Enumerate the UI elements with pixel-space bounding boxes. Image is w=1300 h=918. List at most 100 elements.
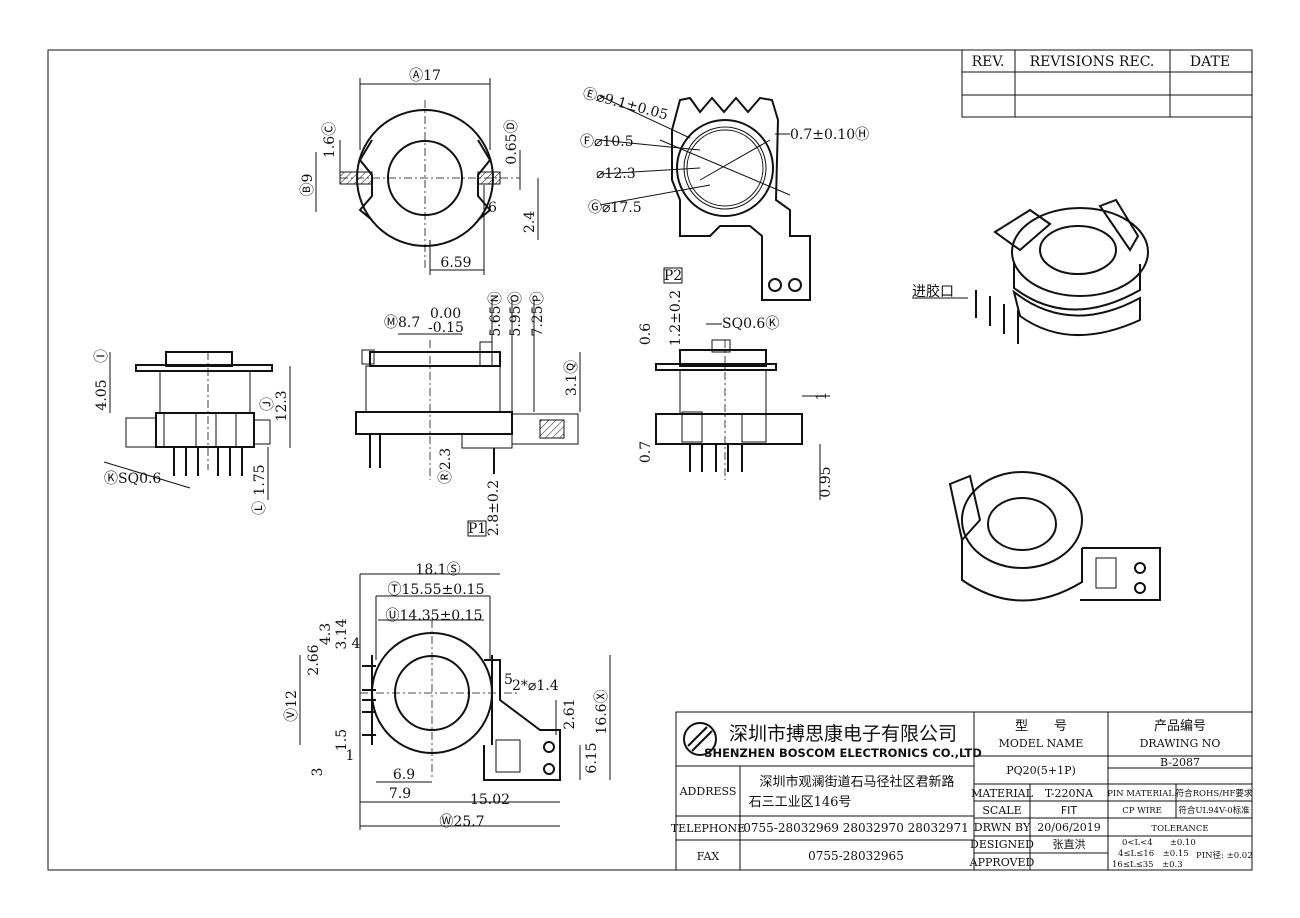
dim-6-15: 6.15 (584, 742, 600, 773)
dim-a: Ⓐ17 (409, 68, 441, 84)
dim-0-7: 0.7 (638, 441, 654, 463)
side-view-center: Ⓜ8.7 0.00 -0.15 5.65Ⓝ 5.95Ⓞ 7.25Ⓟ 3.1Ⓠ Ⓡ… (355, 291, 581, 537)
footprint-view: 18.1Ⓢ Ⓣ15.55±0.15 Ⓤ14.35±0.15 4.3 3.14 4… (284, 562, 611, 830)
sheet-border (47, 49, 1253, 871)
dim-c: 1.6Ⓒ (322, 122, 338, 158)
dim-1b: 1 (346, 748, 355, 764)
cp-wire-value: 符合UL94V-0标准 (1178, 805, 1250, 816)
dim-f: Ⓕ⌀10.5 (580, 134, 634, 150)
dim-1: 1 (814, 392, 830, 401)
pin-material-label: PIN MATERIAL: (1107, 789, 1177, 799)
drawing-label-cn: 产品编号 (1154, 719, 1206, 734)
telephone-label: TELEPHONE (671, 822, 745, 835)
dim-2-66: 2.66 (306, 644, 322, 675)
dim-5: 5 (504, 672, 513, 688)
dim-six: 6 (488, 200, 497, 216)
dim-15-02: 15.02 (470, 792, 510, 808)
telephone-value: 0755-28032969 28032970 28032971 (743, 821, 968, 835)
drawn-by-value: 20/06/2019 (1037, 821, 1100, 834)
dim-1-5: 1.5 (334, 729, 350, 751)
dim-p: 7.25Ⓟ (530, 291, 546, 336)
dim-r: Ⓡ2.3 (438, 448, 454, 484)
dim-holes: 2*⌀1.4 (512, 678, 559, 694)
drawing-value: B-2087 (1160, 756, 1200, 769)
dim-n: 5.65Ⓝ (488, 291, 504, 336)
tolerance-label: TOLERANCE (1151, 824, 1208, 834)
company-logo (683, 722, 717, 756)
model-value: PQ20(5+1P) (1006, 764, 1076, 777)
dim-12-3b: 12.3 (274, 390, 290, 421)
dim-u: Ⓤ14.35±0.15 (386, 608, 483, 624)
approved-label: APPROVED (969, 856, 1035, 869)
dim-g: Ⓖ⌀17.5 (588, 200, 642, 216)
cp-wire-label: CP WIRE (1122, 806, 1162, 816)
dim-v: Ⓥ12 (284, 690, 300, 722)
model-label-en: MODEL NAME (999, 737, 1084, 750)
designed-value: 张直洪 (1053, 837, 1086, 851)
dim-k1: SQ0.6Ⓚ (722, 316, 779, 332)
material-value: T-220NA (1045, 787, 1094, 800)
dim-b: Ⓑ9 (300, 174, 316, 197)
tolerance-3: 16≤L≤35 ±0.3 (1112, 860, 1183, 870)
p2-label: P2 (664, 268, 682, 284)
dim-t: Ⓣ15.55±0.15 (388, 582, 485, 598)
tolerance-pin: PIN径: ±0.02 (1196, 850, 1253, 861)
scale-value: FIT (1061, 804, 1078, 817)
isometric-view-1: 进胶口 (912, 198, 1149, 344)
title-block: 深圳市搏思康电子有限公司 SHENZHEN BOSCOM ELECTRONICS… (671, 711, 1253, 871)
dim-3: 3 (310, 768, 326, 777)
address-label: ADDRESS (679, 785, 737, 798)
drawing-label-en: DRAWING NO (1140, 737, 1221, 750)
dim-4: 4 (352, 636, 361, 652)
dim-neg-0-15: -0.15 (428, 320, 464, 336)
rev-header: REV. (972, 54, 1005, 70)
side-view-right: P2 1.2±0.2 0.6 SQ0.6Ⓚ 0.7 1 0.95 (638, 267, 834, 500)
dim-0-6: 0.6 (638, 323, 654, 345)
date-header: DATE (1190, 54, 1230, 70)
drawn-by-label: DRWN BY (974, 821, 1031, 834)
revisions-header: REVISIONS REC. (1030, 54, 1155, 70)
fax-value: 0755-28032965 (808, 849, 904, 863)
address-line-1: 深圳市观澜街道石马径社区君新路 (759, 774, 954, 790)
dim-e: Ⓔ⌀9.1±0.05 (581, 85, 670, 123)
dim-m: Ⓜ8.7 (384, 315, 420, 331)
dim-6-59: 6.59 (440, 255, 471, 271)
dim-4-3: 4.3 (318, 623, 334, 645)
dim-3-14: 3.14 (334, 618, 350, 649)
dim-l: Ⓛ (252, 501, 268, 515)
dim-2-4: 2.4 (522, 211, 538, 233)
revision-table: REV. REVISIONS REC. DATE (961, 49, 1253, 118)
dim-j: Ⓙ (260, 397, 276, 411)
dim-h: 0.7±0.10Ⓗ (790, 127, 869, 143)
dim-1-75: 1.75 (252, 464, 268, 495)
dim-o: 5.95Ⓞ (508, 291, 524, 336)
dim-w: Ⓦ25.7 (439, 814, 484, 830)
dim-2-61: 2.61 (562, 698, 578, 729)
designed-label: DESIGNED (970, 838, 1034, 851)
material-label: MATERIAL (971, 787, 1034, 800)
dim-d: 0.65Ⓓ (504, 119, 520, 164)
model-label-cn: 型 号 (1015, 719, 1067, 734)
dim-k: ⓀSQ0.6 (104, 471, 161, 487)
dim-6-9: 6.9 (393, 767, 415, 783)
bottom-view-2: Ⓔ⌀9.1±0.05 Ⓕ⌀10.5 ⌀12.3 Ⓖ⌀17.5 0.7±0.10Ⓗ (580, 85, 869, 301)
dim-q: 3.1Ⓠ (564, 360, 580, 396)
fax-label: FAX (697, 850, 720, 863)
company-name-cn: 深圳市搏思康电子有限公司 (729, 723, 957, 745)
address-line-2: 石三工业区146号 (749, 795, 852, 810)
gate-note: 进胶口 (912, 283, 954, 300)
dim-7-9: 7.9 (389, 786, 411, 802)
pin-material-value: 符合ROHS/HF要求 (1176, 788, 1253, 799)
tolerance-2: 4≤L≤16 ±0.15 (1118, 849, 1189, 859)
p1-label: P1 (468, 521, 486, 537)
scale-label: SCALE (982, 804, 1021, 817)
dim-x: 16.6Ⓧ (594, 689, 610, 734)
dim-1-2: 1.2±0.2 (668, 290, 684, 346)
top-view-1: Ⓐ17 Ⓑ9 1.6Ⓒ 0.65Ⓓ 6 2.4 6.59 (300, 68, 539, 275)
tolerance-1: 0<L<4 ±0.10 (1122, 838, 1196, 848)
dim-s: 18.1Ⓢ (415, 562, 460, 578)
dim-0-00: 0.00 (430, 306, 461, 322)
dim-12-3: ⌀12.3 (596, 166, 636, 182)
isometric-view-2 (948, 471, 1161, 602)
